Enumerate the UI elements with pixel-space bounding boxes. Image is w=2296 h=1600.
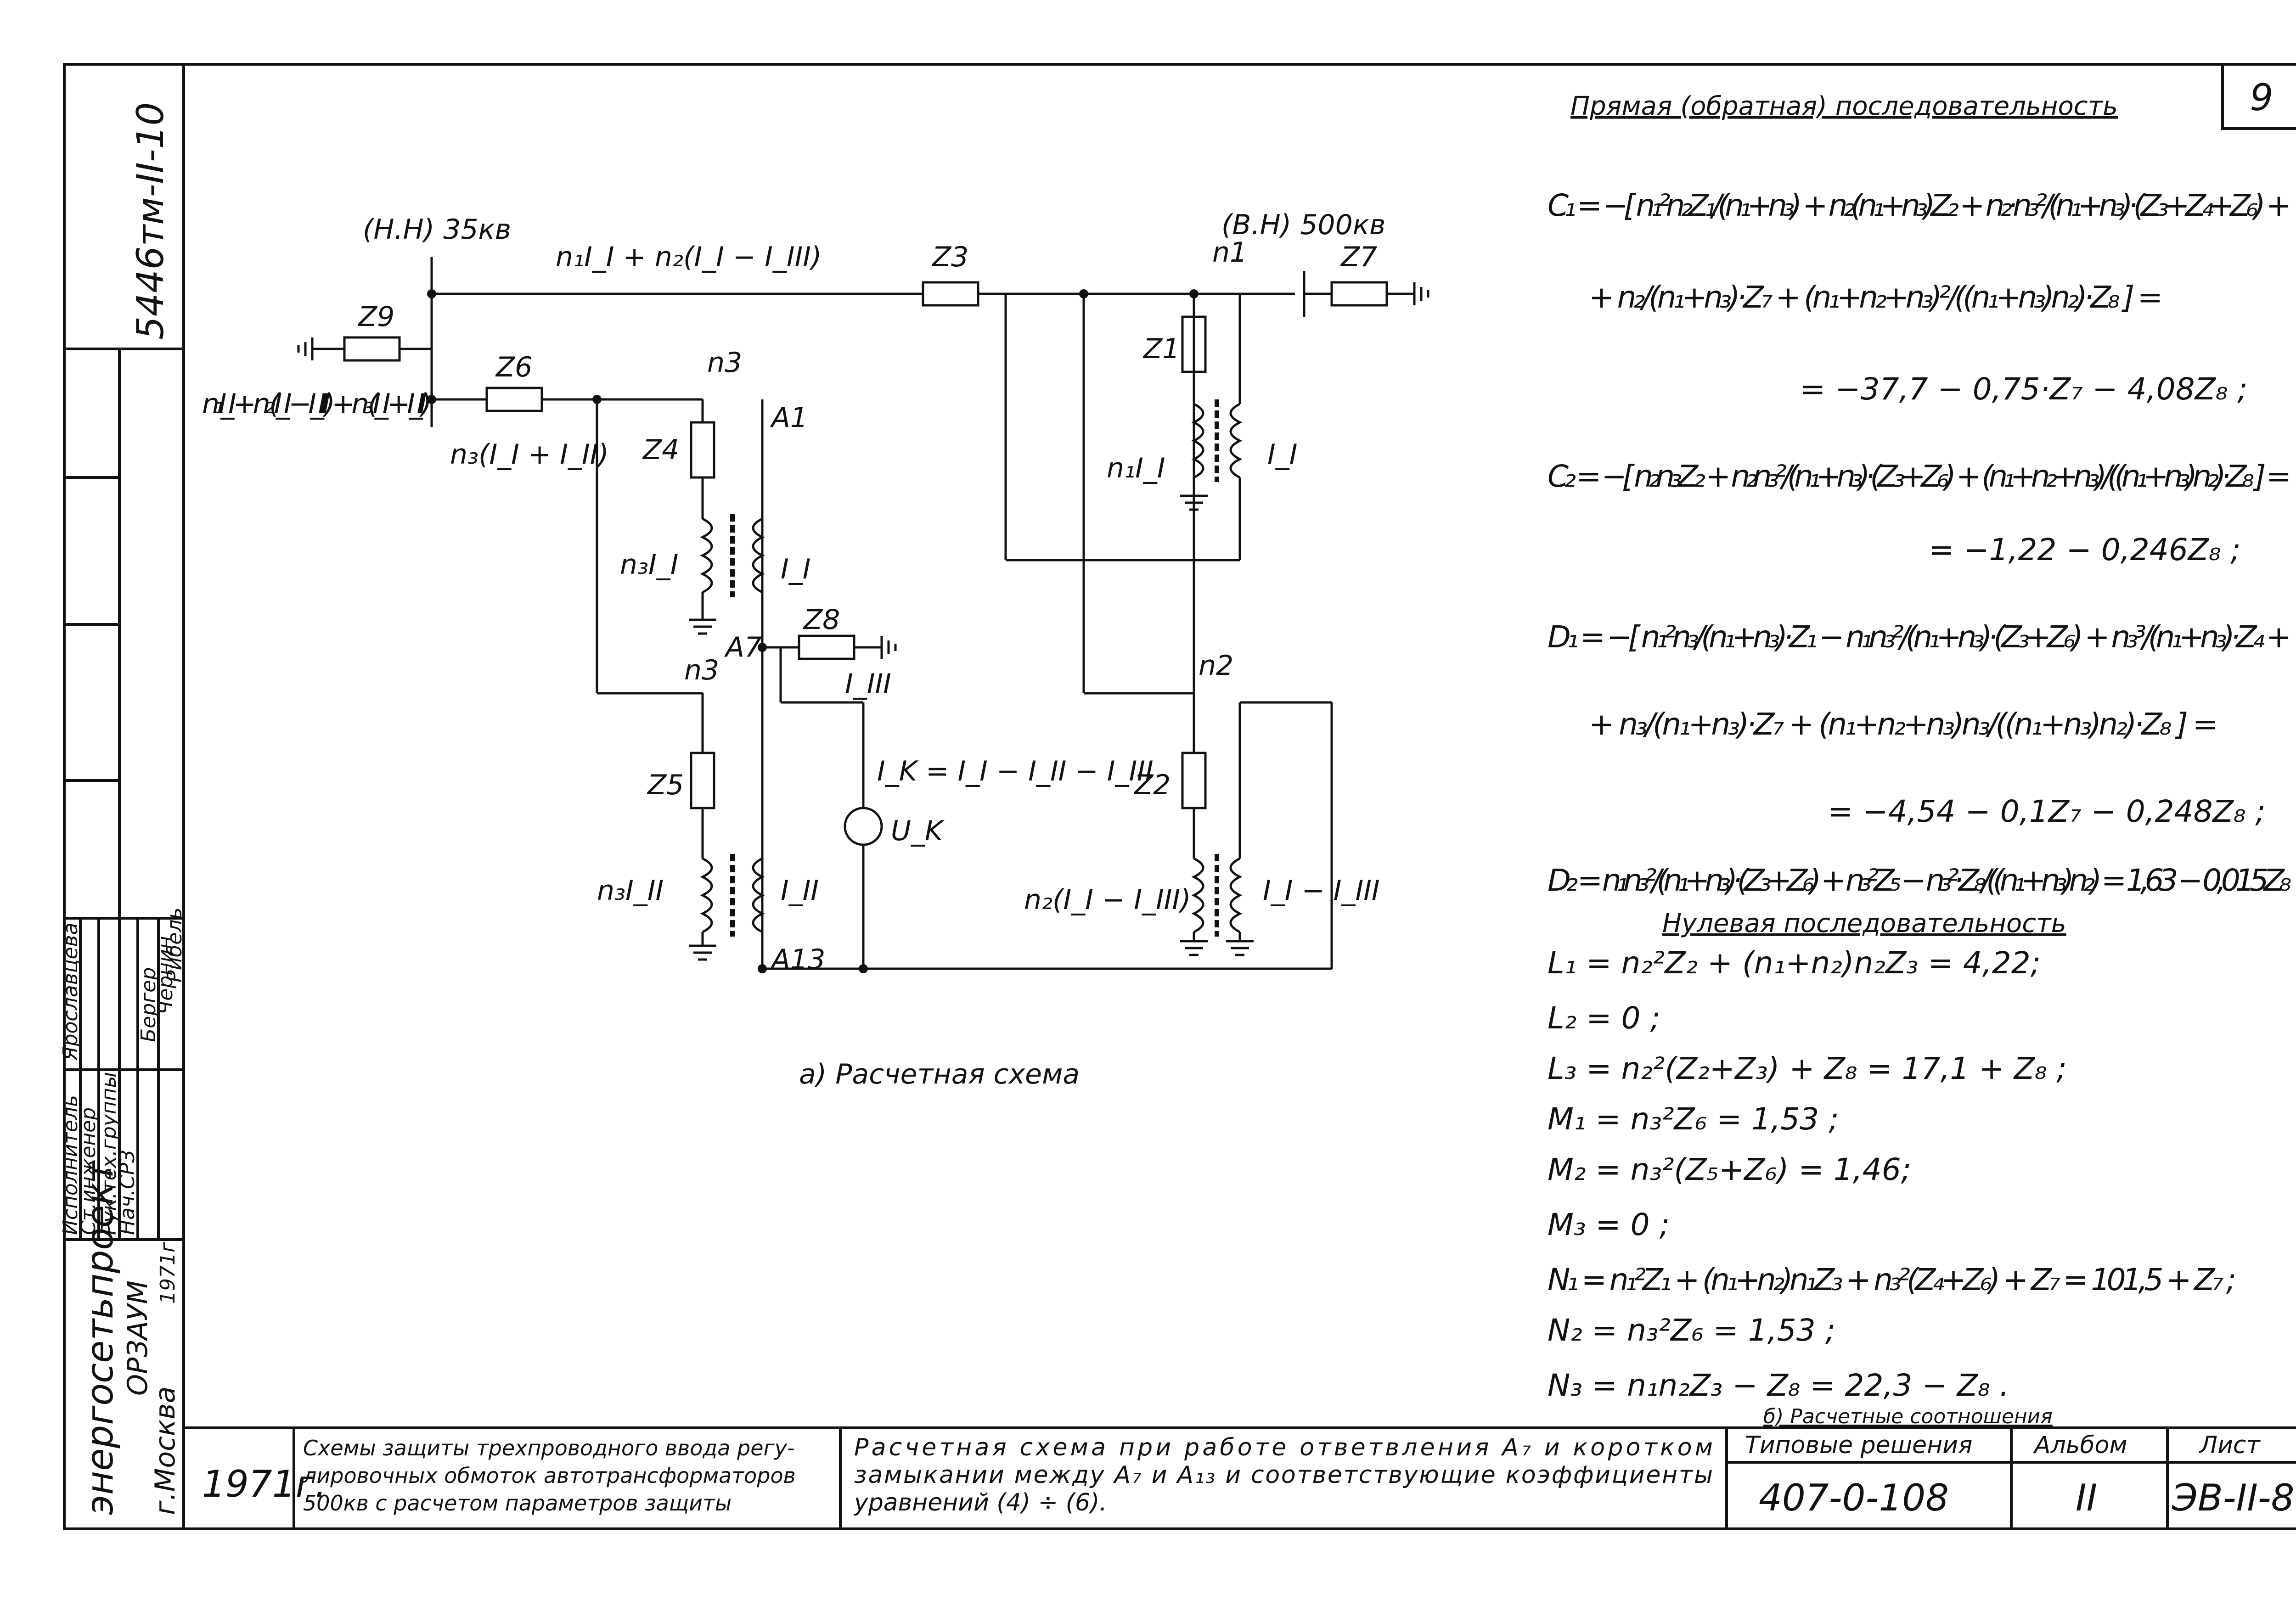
tb-sheet-3: уравнений (4) ÷ (6). [853, 1489, 1107, 1516]
n1-eq: N₁ = n₁²Z₁ + (n₁+n₂)n₁Z₃ + n₃²(Z₄+Z₆) + … [1548, 1262, 2236, 1297]
n3-mid-label: n3 [684, 654, 719, 686]
n2-eq: N₂ = n₃²Z₆ = 1,53 ; [1548, 1313, 1835, 1348]
name-3: Рибель [163, 908, 186, 982]
c1-line1: C₁ = −[ n₁²n₂Z₁/(n₁+n₃) + n₂(n₁+n₃)Z₂ + … [1548, 188, 2291, 223]
c2-line1: C₂ = −[ n₂n₃Z₂ + n₂n₃²/(n₁+n₃)·(Z₃+Z₆) +… [1548, 459, 2291, 494]
c1-result: = −37,7 − 0,75·Z₇ − 4,08Z₈ ; [1800, 371, 2248, 407]
circuit-caption: а) Расчетная схема [799, 1058, 1080, 1090]
sheet-number: 9 [2250, 76, 2273, 119]
zero-seq-title: Нулевая последовательность [1662, 909, 2066, 938]
m1-eq: M₁ = n₃²Z₆ = 1,53 ; [1548, 1101, 1839, 1137]
diff-label: I_I − I_III [1263, 875, 1380, 907]
d1-result: = −4,54 − 0,1Z₇ − 0,248Z₈ ; [1828, 794, 2266, 829]
role-3: Нач.СРЗ [116, 1150, 139, 1235]
l2-eq: L₂ = 0 ; [1548, 1000, 1660, 1036]
sheet-frame [63, 63, 2296, 1530]
tb-album-value: II [2076, 1476, 2097, 1519]
z6-current-label: n₃(I_I + I_II) [450, 438, 609, 471]
n1-label: n1 [1212, 236, 1247, 269]
title-block: 1971г. Схемы защиты трехпроводного ввода… [202, 1432, 2295, 1519]
n3i1-label: n₃I_I [620, 549, 678, 581]
c1-line2: + n₂/(n₁+n₃)·Z₇ + (n₁+n₂+n₃)²/((n₁+n₃)n₂… [1589, 280, 2163, 315]
tb-list-value: ЭВ-II-8 [2172, 1476, 2295, 1519]
tb-sheet-1: Расчетная схема при работе ответвления A… [854, 1434, 1713, 1461]
left-current-label: n₁I_I + n₂(I_I − I_III) + n₃(I_I + I_II) [202, 388, 432, 420]
d2-line: D₂ = n₁n₃²/(n₁+n₃)·(Z₃+Z₆) + n₃²Z₅ − n₃²… [1548, 863, 2291, 898]
z5-label: Z5 [647, 769, 684, 801]
c2-result: = −1,22 − 0,246Z₈ ; [1929, 532, 2241, 567]
i1-mid-label: I_I [781, 553, 810, 585]
z2-label: Z2 [1133, 769, 1171, 801]
tb-list-label: Лист [2199, 1432, 2261, 1459]
role-0: Исполнитель [59, 1095, 82, 1235]
m2-eq: M₂ = n₃²(Z₅+Z₆) = 1,46; [1548, 1152, 1911, 1187]
i1-right-label: I_I [1267, 438, 1297, 471]
role-2: Рук.тех.группы [97, 1072, 121, 1235]
tb-desc-2: лировочных обмоток автотрансформаторов [303, 1463, 796, 1488]
n3-eq: N₃ = n₁n₂Z₃ − Z₈ = 22,3 − Z₈ . [1548, 1368, 2009, 1403]
lv-bus-label: (Н.Н) 35кв [363, 213, 511, 246]
n3i2-label: n₃I_II [597, 875, 664, 907]
hv-bus-label: (В.Н) 500кв [1221, 209, 1385, 241]
circuit-nodes [427, 289, 1199, 973]
tb-desc-3: 500кв с расчетом параметров защиты [303, 1491, 732, 1516]
tb-sheet-2: замыкании между A₇ и A₁₃ и соответствующ… [854, 1461, 1713, 1489]
n2diff-label: n₂(I_I − I_III) [1024, 884, 1191, 916]
tb-desc-1: Схемы защиты трехпроводного ввода регу- [303, 1436, 795, 1460]
tb-typ-value: 407-0-108 [1759, 1476, 1949, 1519]
z7-label: Z7 [1340, 241, 1377, 273]
node-a7: A7 [724, 631, 762, 663]
name-1: Бергер [137, 967, 160, 1042]
top-current-label: n₁I_I + n₂(I_I − I_III) [556, 241, 822, 273]
name-2: Чернин [154, 936, 177, 1015]
i2-label: I_II [781, 875, 819, 907]
strip-year: 1971г [156, 1241, 180, 1304]
calculations: Прямая (обратная) последовательность C₁ … [1548, 91, 2291, 1428]
org-name: энергосетьпроект [79, 1160, 121, 1515]
circuit-diagram [297, 257, 1429, 970]
drawing-code: 5446тм-II-10 [129, 102, 172, 340]
role-1: Ст.инженер [77, 1107, 100, 1235]
l1-eq: L₁ = n₂²Z₂ + (n₁+n₂)n₂Z₃ = 4,22; [1548, 945, 2041, 981]
z3-label: Z3 [931, 241, 968, 273]
node-a1: A1 [770, 402, 808, 434]
tb-typ-label: Типовые решения [1745, 1432, 1972, 1459]
tb-album-label: Альбом [2033, 1432, 2127, 1459]
z9-label: Z9 [357, 301, 394, 333]
city-name: г.Москва [149, 1387, 181, 1515]
left-strip: 5446тм-II-10 энергосетьпроект ОРЗАУМ г.М… [59, 102, 186, 1515]
ik-label: I_K = I_I − I_II − I_III [877, 755, 1154, 787]
m3-eq: M₃ = 0 ; [1548, 1207, 1670, 1242]
uk-label: U_K [891, 815, 945, 847]
d1-line2: + n₃/(n₁+n₃)·Z₇ + (n₁+n₂+n₃)n₃/((n₁+n₃)n… [1589, 707, 2218, 742]
calc-caption: б) Расчетные соотношения [1763, 1405, 2053, 1428]
dept-name: ОРЗАУМ [122, 1280, 154, 1396]
n1i1-label: n₁I_I [1107, 452, 1165, 484]
node-a13: A13 [770, 943, 825, 976]
n3-top-label: n3 [707, 347, 742, 379]
tb-year: 1971г. [202, 1463, 326, 1505]
n2-label: n2 [1199, 650, 1233, 682]
name-0: Ярославцева [59, 922, 82, 1061]
z6-label: Z6 [495, 351, 532, 383]
circuit-labels: (Н.Н) 35кв (В.Н) 500кв n₁I_I + n₂(I_I − … [202, 209, 1385, 1090]
calc-title: Прямая (обратная) последовательность [1570, 91, 2118, 121]
z8-label: Z8 [803, 604, 840, 636]
l3-eq: L₃ = n₂²(Z₂+Z₃) + Z₈ = 17,1 + Z₈ ; [1548, 1051, 2067, 1086]
i3-label: I_III [845, 668, 891, 700]
d1-line1: D₁ = −[ n₁²n₃/(n₁+n₃)·Z₁ − n₁n₃²/(n₁+n₃)… [1548, 619, 2291, 655]
z4-label: Z4 [642, 434, 679, 466]
z1-label: Z1 [1142, 333, 1180, 365]
